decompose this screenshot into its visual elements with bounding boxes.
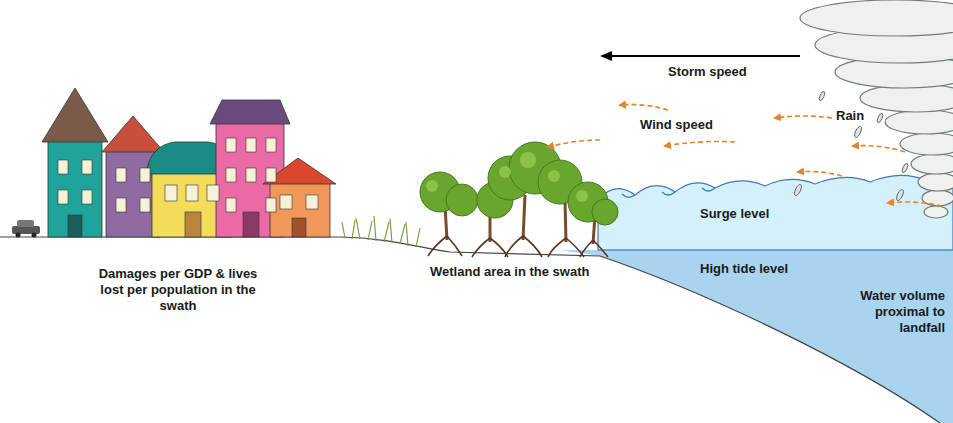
storm-funnel: [800, 0, 953, 218]
houses: [42, 88, 336, 237]
sea-water: [560, 250, 953, 423]
damages-label: Damages per GDP & lives lost per populat…: [93, 266, 263, 314]
mangrove-roots: [428, 236, 608, 257]
rain-label: Rain: [836, 108, 876, 124]
wind-speed-label: Wind speed: [640, 117, 740, 133]
wind-arrows: [548, 105, 942, 206]
surge-level-label: Surge level: [700, 206, 800, 222]
house-windows: [58, 138, 318, 237]
wave-curls: [622, 188, 715, 197]
rain-drops: [793, 91, 909, 202]
wetland-label: Wetland area in the swath: [430, 264, 620, 280]
car: [12, 220, 40, 238]
grass: [342, 216, 420, 247]
high-tide-label: High tide level: [700, 261, 830, 277]
surge-wave: [598, 175, 953, 250]
high-tide-line: [598, 250, 953, 251]
storm-speed-arrow: [602, 55, 800, 57]
canopy-highlights: [426, 152, 588, 202]
mangrove-canopy: [420, 142, 618, 225]
water-volume-label: Water volume proximal to landfall: [845, 288, 945, 336]
ground-line: [0, 237, 940, 423]
storm-speed-label: Storm speed: [668, 64, 778, 80]
